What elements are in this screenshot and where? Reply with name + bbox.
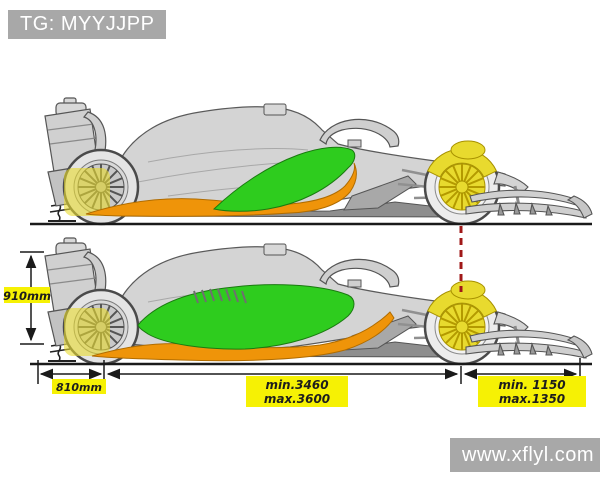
car-bottom-aero-zones	[91, 284, 395, 362]
watermark-badge: www.xflyl.com	[450, 438, 600, 472]
green-zone-top-car	[212, 146, 356, 212]
telegram-tag-text: TG: MYYJJPP	[20, 13, 155, 35]
rear-overhang-label: 810mm	[56, 381, 102, 394]
height-label: 910mm	[3, 289, 51, 303]
orange-zone-top-car	[85, 162, 357, 217]
wheelbase-min-label: min.3460	[265, 378, 328, 392]
watermark-text: www.xflyl.com	[462, 443, 595, 466]
car-top-aero-zones	[85, 146, 357, 217]
cooling-louvres	[193, 288, 247, 304]
front-min-label: min. 1150	[498, 378, 565, 392]
length-dimensions	[37, 358, 581, 384]
length-dimension-labels: 810mm min.3460 max.3600 min. 1150 max.13…	[52, 376, 586, 407]
front-max-label: max.1350	[499, 392, 565, 406]
height-dimension: 910mm	[3, 251, 51, 345]
wheelbase-max-label: max.3600	[264, 392, 330, 406]
telegram-tag-badge: TG: MYYJJPP	[8, 10, 167, 39]
green-zone-bottom-car	[137, 284, 355, 350]
